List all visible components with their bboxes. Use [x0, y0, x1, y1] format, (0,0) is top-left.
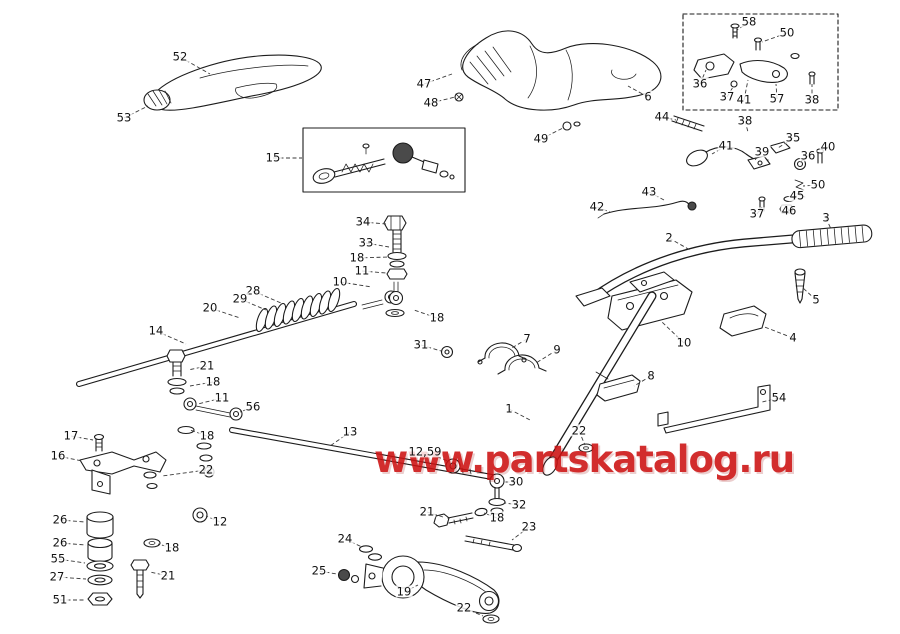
part-number-49: 49 — [532, 131, 550, 146]
part-number-19: 19 — [395, 584, 413, 599]
part-number-41: 41 — [735, 92, 753, 107]
part-number-50: 50 — [809, 177, 827, 192]
part-number-17: 17 — [62, 428, 80, 443]
tie-rod-lower — [196, 427, 495, 480]
part-number-37: 37 — [718, 89, 736, 104]
part-number-22: 22 — [455, 600, 473, 615]
part-number-39: 39 — [753, 144, 771, 159]
part-number-43: 43 — [640, 184, 658, 199]
bolt-5 — [794, 268, 806, 304]
part-number-57: 57 — [768, 91, 786, 106]
part-number-25: 25 — [310, 563, 328, 578]
bracket-54 — [657, 384, 771, 434]
part-number-18: 18 — [428, 310, 446, 325]
cable-illustration — [597, 200, 697, 219]
bracket-8 — [596, 374, 641, 402]
part-number-8: 8 — [646, 368, 656, 383]
part-number-18: 18 — [204, 374, 222, 389]
part-number-58: 58 — [740, 14, 758, 29]
part-number-37: 37 — [748, 206, 766, 221]
part-number-11: 11 — [353, 263, 371, 278]
bolt-stack-center — [383, 215, 408, 318]
part-number-38: 38 — [736, 113, 754, 128]
part-number-15: 15 — [264, 150, 282, 165]
part-number-21: 21 — [198, 358, 216, 373]
part-number-4: 4 — [788, 330, 798, 345]
bushing-stack — [86, 511, 114, 606]
part-number-6: 6 — [643, 89, 653, 104]
part-number-22: 22 — [197, 462, 215, 477]
seat-illustration — [143, 54, 322, 111]
part-number-16: 16 — [49, 448, 67, 463]
part-number-26: 26 — [51, 512, 69, 527]
steering-column — [542, 287, 657, 476]
part-number-40: 40 — [819, 139, 837, 154]
part-number-9: 9 — [552, 342, 562, 357]
bracket-16 — [79, 433, 167, 495]
bottom-fasteners — [337, 507, 523, 584]
part-number-23: 23 — [520, 519, 538, 534]
part-number-51: 51 — [51, 592, 69, 607]
left-bottom-fasteners — [130, 507, 208, 599]
link-30-32 — [488, 473, 506, 515]
part-number-54: 54 — [770, 390, 788, 405]
part-number-18: 18 — [348, 250, 366, 265]
part-number-11: 11 — [213, 390, 231, 405]
part-number-32: 32 — [510, 497, 528, 512]
part-number-53: 53 — [115, 110, 133, 125]
part-number-1: 1 — [504, 401, 514, 416]
part-number-47: 47 — [415, 76, 433, 91]
part-number-45: 45 — [788, 188, 806, 203]
parts-inset-box-top-right — [682, 13, 839, 111]
part-number-3: 3 — [821, 210, 831, 225]
tie-rod-upper — [76, 287, 398, 387]
part-number-18: 18 — [198, 428, 216, 443]
part-number-18: 18 — [163, 540, 181, 555]
part-number-27: 27 — [48, 569, 66, 584]
part-number-21: 21 — [159, 568, 177, 583]
part-number-46: 46 — [780, 203, 798, 218]
part-number-13: 13 — [341, 424, 359, 439]
part-number-42: 42 — [588, 199, 606, 214]
part-number-29: 29 — [231, 291, 249, 306]
part-number-26: 26 — [51, 535, 69, 550]
part-number-14: 14 — [147, 323, 165, 338]
part-number-55: 55 — [49, 551, 67, 566]
handlebar-cover-illustration — [454, 30, 662, 131]
part-number-10: 10 — [675, 335, 693, 350]
part-number-18: 18 — [488, 510, 506, 525]
part-number-36: 36 — [799, 148, 817, 163]
part-number-12: 12 — [211, 514, 229, 529]
part-number-35: 35 — [784, 130, 802, 145]
part-number-5: 5 — [811, 292, 821, 307]
part-number-21: 21 — [418, 504, 436, 519]
part-number-38: 38 — [803, 92, 821, 107]
inset-detail-box-15 — [302, 127, 466, 193]
part-number-36: 36 — [691, 76, 709, 91]
part-number-41: 41 — [717, 138, 735, 153]
part-number-12,59: 12,59 — [407, 444, 443, 459]
part-number-50: 50 — [778, 25, 796, 40]
part-number-33: 33 — [357, 235, 375, 250]
part-number-48: 48 — [422, 95, 440, 110]
part-number-20: 20 — [201, 300, 219, 315]
part-number-56: 56 — [244, 399, 262, 414]
part-number-44: 44 — [653, 109, 671, 124]
part-number-7: 7 — [522, 331, 532, 346]
part-number-34: 34 — [354, 214, 372, 229]
part-number-10: 10 — [331, 274, 349, 289]
part-number-30: 30 — [507, 474, 525, 489]
part-number-22: 22 — [570, 423, 588, 438]
handlebar-and-grip — [587, 224, 873, 303]
part-number-52: 52 — [171, 49, 189, 64]
part-number-2: 2 — [664, 230, 674, 245]
part-number-31: 31 — [412, 337, 430, 352]
part-number-24: 24 — [336, 531, 354, 546]
